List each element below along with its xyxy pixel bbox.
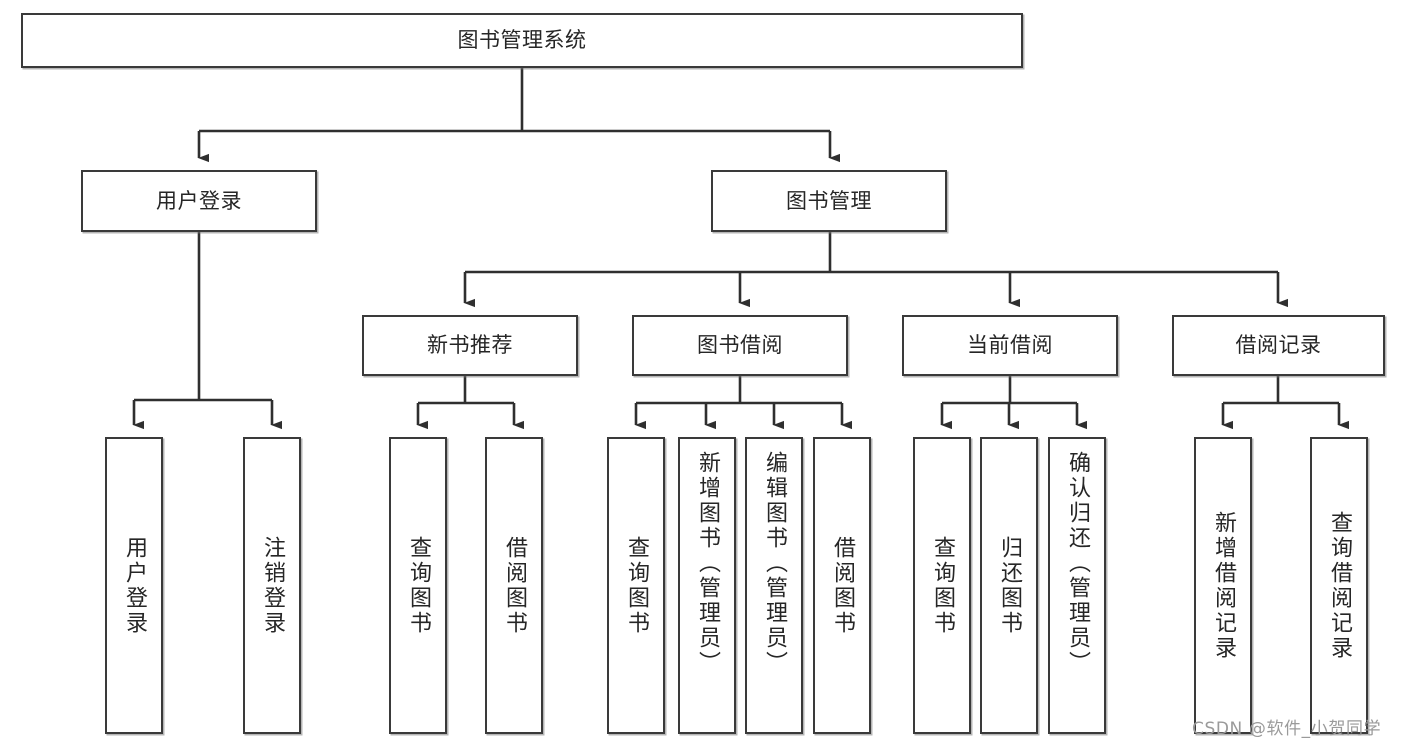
- node-label: 借阅记录: [1235, 333, 1322, 358]
- node-leaf-borrow-book[interactable]: 借阅图书: [813, 437, 871, 734]
- node-leaf-borrow-book-recommend[interactable]: 借阅图书: [485, 437, 543, 734]
- node-leaf-confirm-return-admin[interactable]: 确认归还（管理员）: [1048, 437, 1106, 734]
- node-leaf-return-book[interactable]: 归还图书: [980, 437, 1038, 734]
- node-label: 图书借阅: [697, 333, 783, 358]
- node-leaf-query-book-recommend[interactable]: 查询图书: [389, 437, 447, 734]
- node-label: 新增图书（管理员）: [695, 451, 720, 676]
- node-leaf-logout[interactable]: 注销登录: [243, 437, 301, 734]
- node-label: 确认归还（管理员）: [1065, 451, 1090, 676]
- node-label: 借阅图书: [830, 535, 855, 636]
- node-user-login[interactable]: 用户登录: [81, 170, 317, 232]
- node-label: 图书管理系统: [457, 28, 587, 53]
- node-label: 用户登录: [156, 188, 242, 213]
- node-book-borrow[interactable]: 图书借阅: [632, 315, 848, 376]
- node-label: 借阅图书: [502, 535, 527, 636]
- node-borrow-record[interactable]: 借阅记录: [1172, 315, 1385, 376]
- node-label: 新书推荐: [427, 333, 513, 358]
- node-leaf-query-borrow-record[interactable]: 查询借阅记录: [1310, 437, 1368, 734]
- node-book-management[interactable]: 图书管理: [711, 170, 947, 232]
- node-label: 查询图书: [930, 535, 955, 636]
- node-label: 图书管理: [786, 188, 872, 213]
- node-leaf-query-book-borrow[interactable]: 查询图书: [607, 437, 665, 734]
- node-label: 用户登录: [122, 535, 147, 636]
- node-leaf-edit-book-admin[interactable]: 编辑图书（管理员）: [745, 437, 803, 734]
- node-label: 注销登录: [260, 535, 285, 636]
- node-leaf-add-book-admin[interactable]: 新增图书（管理员）: [678, 437, 736, 734]
- node-book-management-system[interactable]: 图书管理系统: [21, 13, 1023, 68]
- node-leaf-add-borrow-record[interactable]: 新增借阅记录: [1194, 437, 1252, 734]
- node-leaf-query-book-current[interactable]: 查询图书: [913, 437, 971, 734]
- node-label: 查询图书: [624, 535, 649, 636]
- node-label: 新增借阅记录: [1211, 510, 1236, 661]
- node-label: 编辑图书（管理员）: [762, 451, 787, 676]
- node-leaf-user-login[interactable]: 用户登录: [105, 437, 163, 734]
- node-label: 查询图书: [406, 535, 431, 636]
- node-label: 归还图书: [997, 535, 1022, 636]
- node-label: 查询借阅记录: [1327, 510, 1352, 661]
- node-new-book-recommend[interactable]: 新书推荐: [362, 315, 578, 376]
- node-current-borrow[interactable]: 当前借阅: [902, 315, 1118, 376]
- node-label: 当前借阅: [967, 333, 1053, 358]
